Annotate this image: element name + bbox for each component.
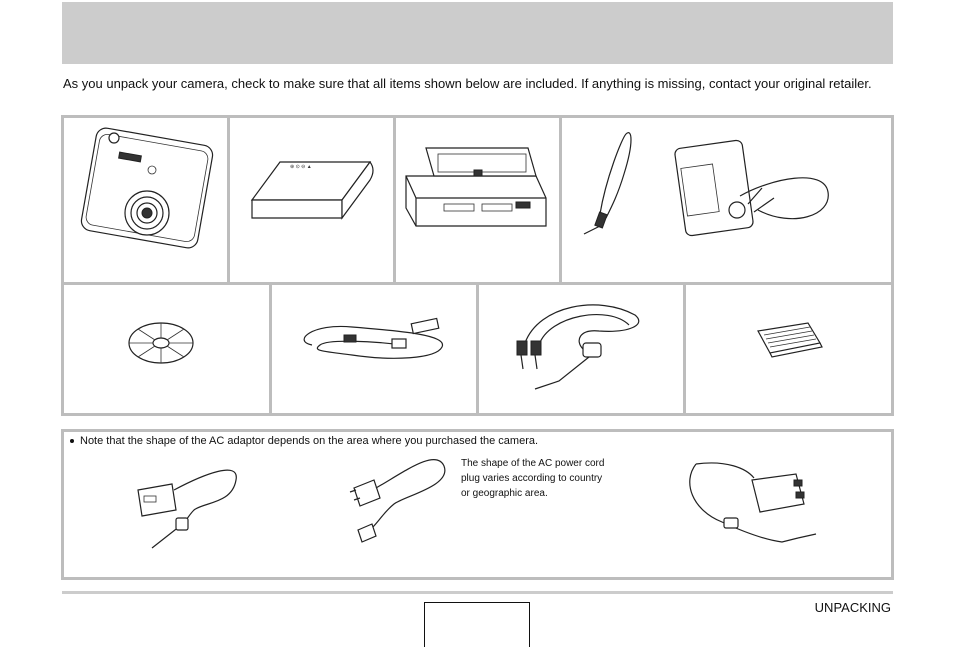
usb-cable-cell bbox=[272, 285, 476, 413]
page-number-box bbox=[424, 602, 530, 647]
battery-illustration: ⊕ ⊙ ⊖ ▲ bbox=[250, 160, 374, 220]
footer-rule bbox=[62, 591, 893, 594]
intro-text: As you unpack your camera, check to make… bbox=[63, 76, 872, 91]
basic-reference-cell bbox=[686, 285, 891, 413]
cradle-illustration bbox=[405, 147, 547, 227]
av-cable-illustration bbox=[516, 304, 640, 390]
bullet-icon bbox=[70, 439, 74, 443]
header-band bbox=[62, 2, 893, 64]
av-cable-cell bbox=[479, 285, 683, 413]
note-line: Note that the shape of the AC adaptor de… bbox=[70, 435, 538, 447]
cd-rom-illustration bbox=[128, 322, 194, 364]
included-items-grid: ⊕ ⊙ ⊖ ▲ bbox=[61, 115, 894, 416]
svg-text:⊕ ⊙ ⊖ ▲: ⊕ ⊙ ⊖ ▲ bbox=[290, 164, 312, 170]
ac-adaptor-illustration bbox=[137, 469, 237, 549]
ac-adaptor-note-box: Note that the shape of the AC adaptor de… bbox=[61, 429, 894, 580]
cd-rom-cell bbox=[64, 285, 269, 413]
note-text: Note that the shape of the AC adaptor de… bbox=[80, 435, 539, 447]
ac-adaptor-integrated-plug-illustration bbox=[689, 462, 817, 543]
strap-illustration bbox=[583, 132, 829, 237]
camera-illustration bbox=[80, 127, 214, 249]
usb-cable-illustration bbox=[303, 317, 443, 359]
cradle-cell bbox=[396, 118, 559, 282]
ac-power-cord-illustration bbox=[349, 459, 446, 543]
plug-caption: The shape of the AC power cord plug vari… bbox=[461, 458, 605, 499]
section-label: UNPACKING bbox=[814, 600, 891, 615]
basic-reference-illustration bbox=[757, 322, 823, 358]
strap-cell bbox=[562, 118, 891, 282]
camera-cell bbox=[64, 118, 227, 282]
battery-cell: ⊕ ⊙ ⊖ ▲ bbox=[230, 118, 393, 282]
